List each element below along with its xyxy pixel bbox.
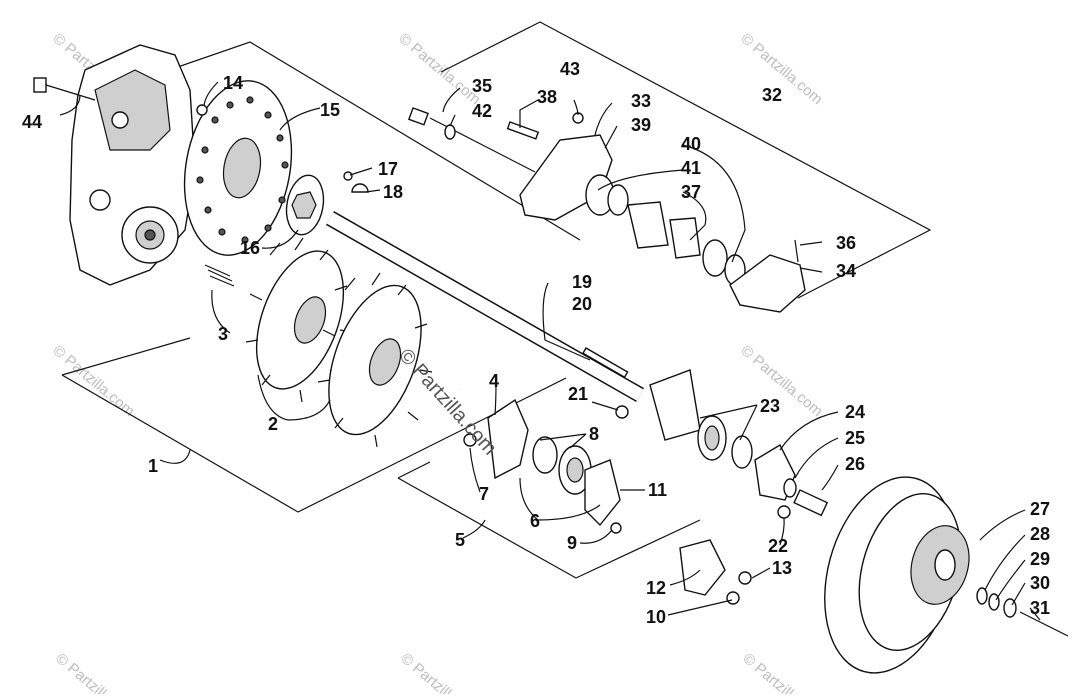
watermark-corner: © Partzilla.com — [395, 30, 483, 108]
callout-20: 20 — [572, 294, 592, 314]
callout-10: 10 — [646, 607, 666, 627]
brake-disc — [183, 80, 293, 256]
callout-2: 2 — [268, 414, 278, 434]
callout-41: 41 — [681, 158, 701, 178]
callout-18: 18 — [383, 182, 403, 202]
callout-13: 13 — [772, 558, 792, 578]
callout-30: 30 — [1030, 573, 1050, 593]
callout-34: 34 — [836, 261, 856, 281]
end-cap-12 — [679, 539, 726, 596]
callout-3: 3 — [218, 324, 228, 344]
callout-39: 39 — [631, 115, 651, 135]
gasket-24 — [754, 444, 829, 517]
caliper-33 — [506, 121, 629, 221]
callout-7: 7 — [479, 484, 489, 504]
callout-1: 1 — [148, 456, 158, 476]
watermark-corner: © Partzilla.com — [49, 342, 137, 420]
callout-16: 16 — [240, 238, 260, 258]
chaincase-housing — [69, 44, 196, 286]
callout-21: 21 — [568, 384, 588, 404]
callout-37: 37 — [681, 182, 701, 202]
callout-32: 32 — [762, 85, 782, 105]
callout-19: 19 — [572, 272, 592, 292]
callout-17: 17 — [378, 159, 398, 179]
leader-lines — [59, 81, 1041, 621]
callout-8: 8 — [589, 424, 599, 444]
callout-27: 27 — [1030, 499, 1050, 519]
callout-14: 14 — [223, 73, 243, 93]
callout-44: 44 — [22, 112, 42, 132]
callout-12: 12 — [646, 578, 666, 598]
watermark-corner: © Partzilla.com — [397, 650, 485, 694]
watermark-corner: © Partzilla.com — [739, 650, 827, 694]
bearing-23 — [649, 369, 753, 469]
hub-16 — [285, 174, 325, 236]
callout-43: 43 — [560, 59, 580, 79]
bolt-44 — [33, 77, 96, 101]
callout-35: 35 — [472, 76, 492, 96]
callout-33: 33 — [631, 91, 651, 111]
callout-6: 6 — [530, 511, 540, 531]
callout-31: 31 — [1030, 598, 1050, 618]
group-outlines — [61, 21, 932, 579]
callout-11: 11 — [648, 480, 667, 500]
callout-23: 23 — [760, 396, 780, 416]
bearing-8 — [532, 436, 592, 495]
callout-42: 42 — [472, 101, 492, 121]
driven-pulley — [824, 476, 970, 674]
callout-25: 25 — [845, 428, 865, 448]
callout-38: 38 — [537, 87, 557, 107]
callout-36: 36 — [836, 233, 856, 253]
brake-pads-37 — [627, 201, 746, 286]
callout-labels: 1 2 3 4 5 6 7 8 9 10 11 12 13 14 15 16 1… — [22, 59, 1050, 627]
watermark-corner: © Partzilla.com — [737, 342, 825, 420]
callout-4: 4 — [489, 371, 499, 391]
countershaft — [326, 211, 644, 402]
drive-sprocket-right — [317, 272, 433, 448]
washers-28-30 — [976, 587, 1069, 637]
callout-22: 22 — [768, 536, 788, 556]
callout-40: 40 — [681, 134, 701, 154]
caliper-34 — [729, 239, 806, 313]
bearing-flange-6 — [584, 459, 621, 527]
callout-9: 9 — [567, 533, 577, 553]
callout-24: 24 — [845, 402, 865, 422]
bolt-35 — [407, 107, 536, 173]
bearing-flange-4 — [487, 398, 529, 480]
watermark-corner: © Partzilla.com — [52, 650, 140, 694]
callout-26: 26 — [845, 454, 865, 474]
callout-29: 29 — [1030, 549, 1050, 569]
callout-15: 15 — [320, 100, 340, 120]
watermark-center: © Partzilla.com — [394, 345, 501, 460]
brake-disc-holes — [196, 96, 289, 244]
callout-28: 28 — [1030, 524, 1050, 544]
callout-5: 5 — [455, 530, 465, 550]
